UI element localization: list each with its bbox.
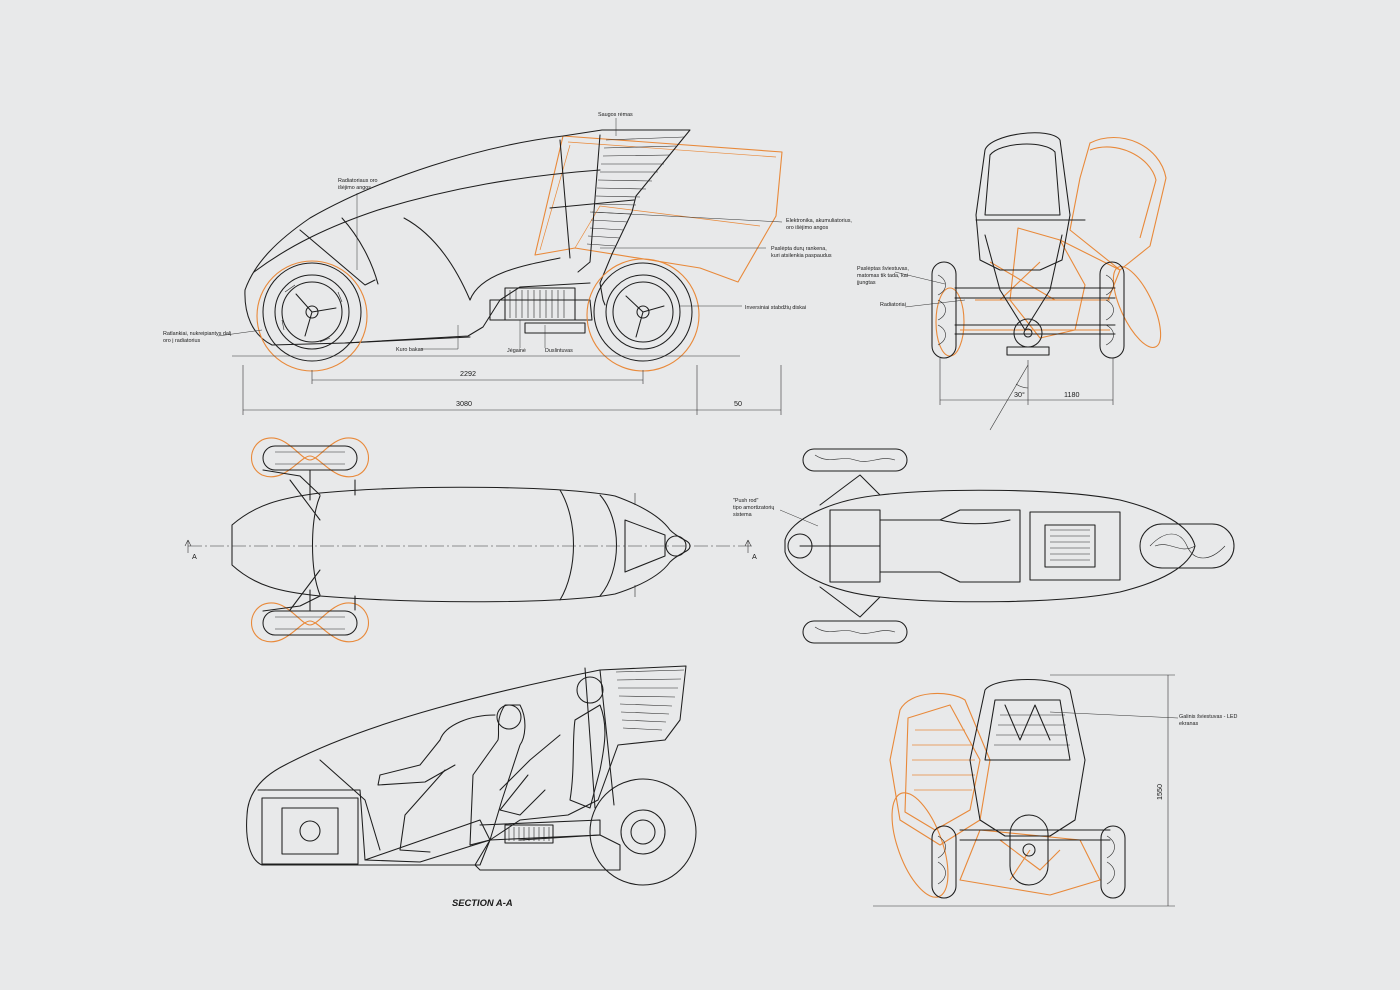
bottom-view [779, 448, 1235, 644]
callout-kuro-bakas: Kuro bakas [396, 347, 424, 353]
top-view [184, 437, 752, 643]
callout-pushrod-line3: sistema [733, 512, 752, 518]
rear-dimensions [873, 674, 1175, 907]
callout-jegaine: Jėgainė [507, 348, 526, 354]
dim-track: 1180 [1064, 390, 1079, 399]
front-wheel [256, 260, 368, 372]
callout-radiatoriaus-line1: Radiatoriaus oro [338, 178, 378, 184]
rear-wheels [931, 825, 1126, 899]
callout-galinis-line2: ekranas [1179, 721, 1198, 727]
top-orange-wheels [250, 437, 370, 643]
callout-elektronika-line1: Elektronika, akumuliatorius, [786, 218, 852, 224]
front-right-wheel [1099, 261, 1125, 359]
callout-sviestuvas-line2: matomas tik tada, kai [857, 273, 908, 279]
rear-wheel [586, 258, 700, 372]
callout-duslintuvas: Duslintuvas [545, 348, 573, 354]
callout-stabdziu: Inversiniai stabdžių diskai [745, 305, 806, 311]
callout-ratlankiai-line1: Ratlankiai, nukreipiantys dalį [163, 331, 231, 337]
section-body [246, 665, 687, 866]
bottom-wheels [802, 448, 1235, 644]
side-dimensions [242, 365, 782, 415]
callout-pushrod-line1: "Push rod" [733, 498, 758, 504]
callout-saugos-remas: Saugos rėmas [598, 112, 633, 118]
callout-ratlankiai-line2: oro į radiatorius [163, 338, 200, 344]
dim-wheelbase: 2292 [460, 369, 476, 378]
dim-tilt-angle: 30° [1014, 390, 1025, 399]
section-marker-left: A [192, 552, 197, 561]
top-body [231, 469, 691, 612]
bottom-body [784, 474, 1196, 618]
section-view [246, 665, 697, 886]
front-view [894, 132, 1167, 431]
front-tilted-outline [935, 136, 1167, 357]
callout-radiatoriaus-line2: išėjimo angos [338, 185, 371, 191]
section-marker-right: A [752, 552, 757, 561]
engine-block [504, 287, 586, 334]
side-view [217, 118, 783, 415]
dim-overhang: 50 [734, 399, 742, 408]
section-occupants [377, 714, 561, 853]
rear-view [873, 674, 1179, 907]
callout-durys-line1: Paslėpta durų rankena, [771, 246, 827, 252]
rear-body [959, 678, 1111, 886]
rear-tilted-outline [889, 692, 1101, 898]
section-title: SECTION A-A [452, 897, 513, 908]
section-markers [184, 539, 752, 553]
callout-sviestuvas-line3: įjungtas [857, 280, 876, 286]
section-rear-wheel [589, 778, 697, 886]
canopy-open-outline [534, 135, 783, 283]
front-dimensions [939, 358, 1114, 431]
front-left-wheel [931, 261, 957, 359]
callout-sviestuvas-line1: Paslėptas šviestuvas, [857, 266, 909, 272]
callout-radiatoriai: Radiatoriai [880, 302, 906, 308]
callout-pushrod-line2: tipo amortizatorių [733, 505, 774, 511]
section-hatched-parts [364, 676, 621, 871]
callout-elektronika-line2: oro išėjimo angos [786, 225, 829, 231]
front-body [954, 132, 1116, 356]
dim-length: 3080 [456, 399, 472, 408]
labels: Saugos rėmas Radiatoriaus oro išėjimo an… [163, 112, 1238, 908]
callout-galinis-line1: Galinis šviestuvas - LED [1179, 714, 1238, 720]
callout-durys-line2: kuri atsilenkia paspaudus [771, 253, 832, 259]
side-body [244, 129, 691, 346]
dim-height: 1550 [1155, 784, 1164, 800]
